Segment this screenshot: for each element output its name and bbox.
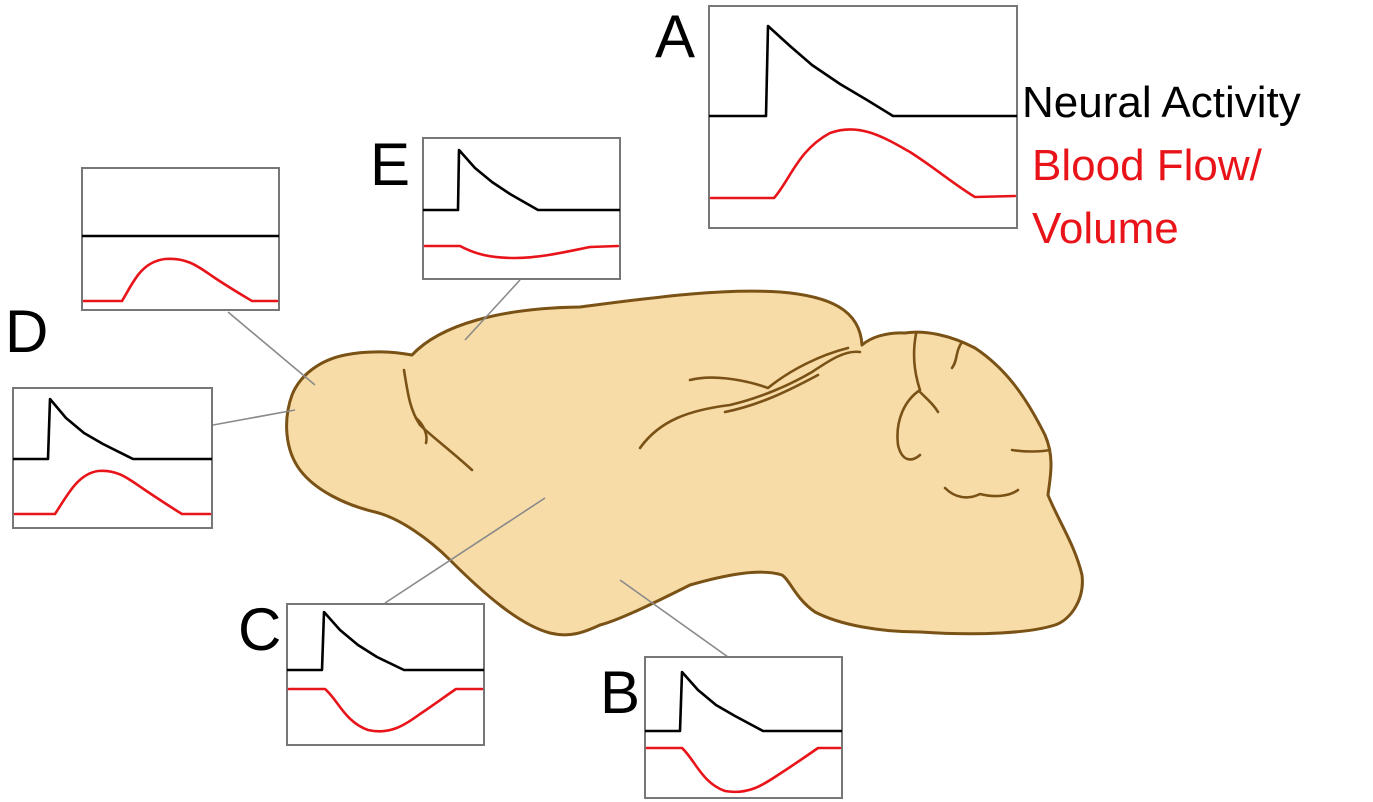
legend: Neural Activity Blood Flow/ Volume — [1022, 78, 1301, 253]
panel-e-label: E — [370, 131, 410, 198]
panel-c-frame — [287, 604, 484, 745]
panel-b-label: B — [600, 659, 640, 726]
panel-d: D — [5, 298, 212, 528]
panel-a-label: A — [655, 3, 695, 70]
panel-c: C — [238, 596, 484, 745]
panel-b-frame — [645, 657, 842, 798]
panel-d-label: D — [5, 298, 48, 365]
leader-line-d-upper — [228, 312, 315, 385]
leader-line-d — [213, 410, 295, 425]
panel-d-upper-frame — [82, 168, 279, 310]
panel-a: A — [655, 3, 1017, 228]
panel-c-label: C — [238, 596, 281, 663]
legend-blood-flow-line2: Volume — [1032, 204, 1179, 253]
panel-e: E — [370, 131, 620, 279]
panel-d-upper — [82, 168, 279, 310]
legend-neural-activity: Neural Activity — [1022, 78, 1301, 127]
legend-blood-flow-line1: Blood Flow/ — [1032, 141, 1263, 190]
brain-illustration — [287, 291, 1083, 635]
panel-b: B — [600, 657, 842, 798]
